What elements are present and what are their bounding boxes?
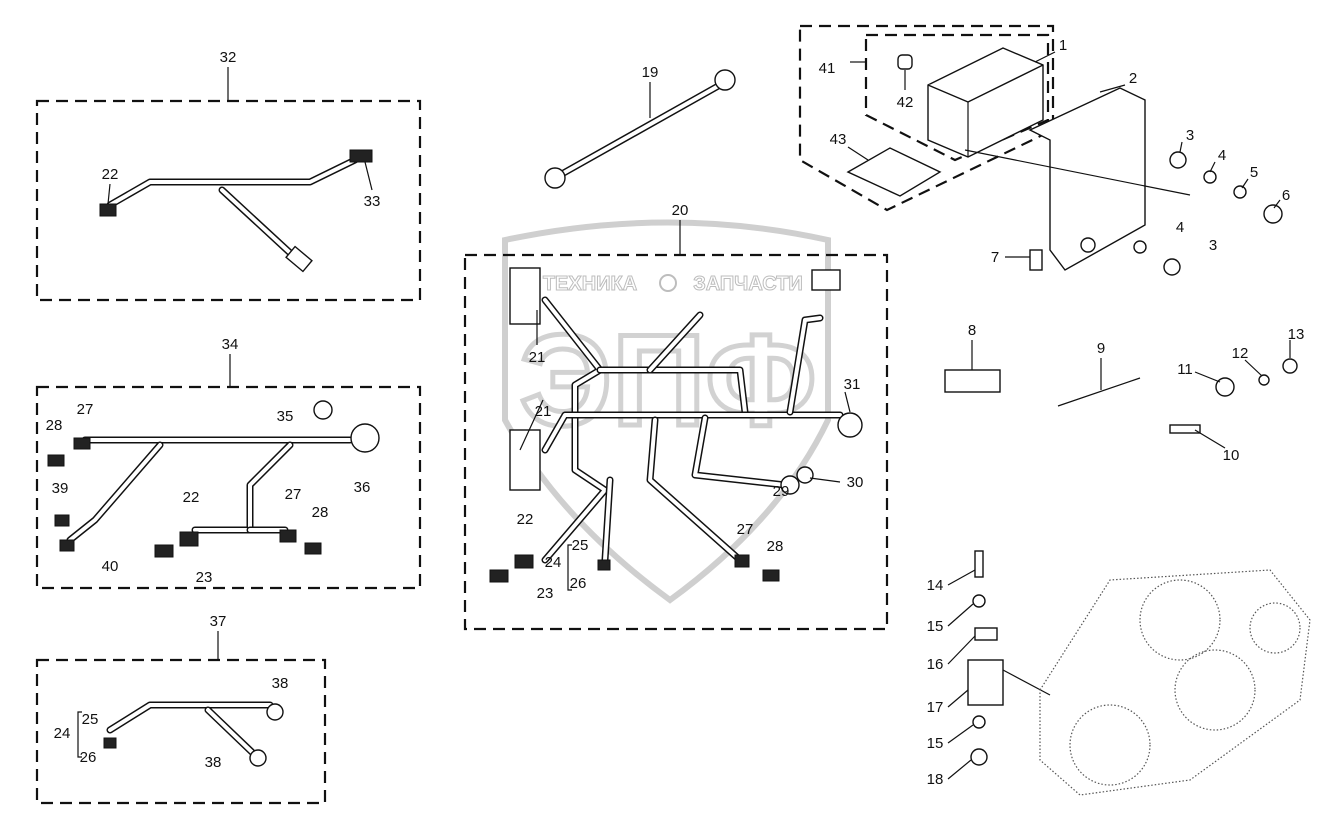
callout-29: 29 xyxy=(773,483,790,500)
callout-1: 1 xyxy=(1059,37,1067,54)
callout-25: 25 xyxy=(82,711,99,728)
callout-24: 24 xyxy=(545,554,562,571)
callout-26: 26 xyxy=(570,575,587,592)
callout-3: 3 xyxy=(1209,237,1217,254)
callout-23: 23 xyxy=(537,585,554,602)
callout-31: 31 xyxy=(844,376,861,393)
wire-harness-34 xyxy=(47,400,380,558)
bracket-and-gearbox xyxy=(967,550,1311,796)
callout-13: 13 xyxy=(1288,326,1305,343)
callout-28: 28 xyxy=(46,417,63,434)
callout-22: 22 xyxy=(183,489,200,506)
callout-25: 25 xyxy=(572,537,589,554)
small-hardware xyxy=(944,358,1298,434)
callout-7: 7 xyxy=(991,249,999,266)
group-box-41 xyxy=(864,33,1050,162)
callout-21: 21 xyxy=(529,349,546,366)
callout-32: 32 xyxy=(220,49,237,66)
callout-20: 20 xyxy=(672,202,689,219)
leader-lines xyxy=(77,51,1291,780)
watermark-text-left: ТЕХНИКА xyxy=(543,273,637,295)
callout-12: 12 xyxy=(1232,345,1249,362)
wire-harness-20 xyxy=(489,267,863,583)
callout-23: 23 xyxy=(196,569,213,586)
wire-harness-32 xyxy=(99,149,373,273)
callout-22: 22 xyxy=(517,511,534,528)
group-box-34 xyxy=(35,385,422,590)
callout-28: 28 xyxy=(767,538,784,555)
extension-cable-19 xyxy=(544,69,736,189)
callout-40: 40 xyxy=(102,558,119,575)
callout-18: 18 xyxy=(927,771,944,788)
callout-11: 11 xyxy=(1177,361,1193,378)
callout-42: 42 xyxy=(897,94,914,111)
callout-27: 27 xyxy=(285,486,302,503)
callout-35: 35 xyxy=(277,408,294,425)
callout-3: 3 xyxy=(1186,127,1194,144)
callout-6: 6 xyxy=(1282,187,1290,204)
callout-16: 16 xyxy=(927,656,944,673)
group-box-20 xyxy=(463,253,889,631)
callout-27: 27 xyxy=(737,521,754,538)
callout-33: 33 xyxy=(364,193,381,210)
callout-38: 38 xyxy=(272,675,289,692)
group-box-37 xyxy=(35,658,327,805)
wire-harness-37 xyxy=(103,701,284,767)
gear-icon xyxy=(659,274,677,292)
callout-14: 14 xyxy=(927,577,944,594)
callout-10: 10 xyxy=(1223,447,1240,464)
callout-5: 5 xyxy=(1250,164,1258,181)
callout-37: 37 xyxy=(210,613,227,630)
callout-36: 36 xyxy=(354,479,371,496)
callout-19: 19 xyxy=(642,64,659,81)
callout-43: 43 xyxy=(830,131,847,148)
group-box-1 xyxy=(798,24,1055,212)
callout-27: 27 xyxy=(77,401,94,418)
callout-24: 24 xyxy=(54,725,71,742)
callout-8: 8 xyxy=(968,322,976,339)
callout-2: 2 xyxy=(1129,70,1137,87)
callout-39: 39 xyxy=(52,480,69,497)
callout-38: 38 xyxy=(205,754,222,771)
watermark-text-right: ЗАПЧАСТИ xyxy=(693,273,803,295)
callout-15: 15 xyxy=(927,735,944,752)
callout-4: 4 xyxy=(1176,219,1184,236)
callout-34: 34 xyxy=(222,336,239,353)
callout-9: 9 xyxy=(1097,340,1105,357)
callout-21: 21 xyxy=(535,403,552,420)
callout-4: 4 xyxy=(1218,147,1226,164)
callout-30: 30 xyxy=(847,474,864,491)
callout-22: 22 xyxy=(102,166,119,183)
callout-numbers: 1 2 3 4 5 6 7 4 3 8 9 10 11 12 13 14 15 … xyxy=(46,37,1305,788)
callout-17: 17 xyxy=(927,699,944,716)
callout-28: 28 xyxy=(312,504,329,521)
control-unit-assembly xyxy=(846,47,1283,276)
callout-26: 26 xyxy=(80,749,97,766)
callout-41: 41 xyxy=(819,60,836,77)
callout-15: 15 xyxy=(927,618,944,635)
